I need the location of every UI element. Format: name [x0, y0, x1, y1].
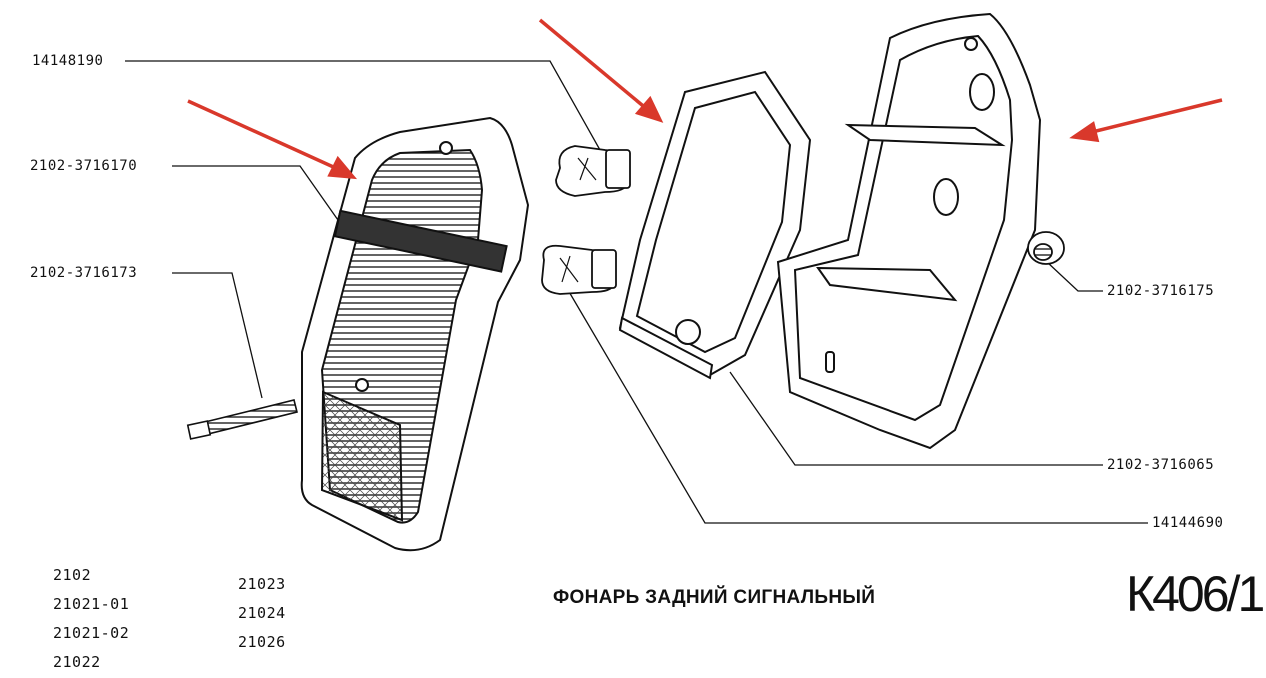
model-item: 21024 — [238, 604, 286, 622]
leader-line-bulb-bottom — [567, 289, 1148, 524]
leader-line-lens — [172, 165, 346, 231]
part-label-screw: 2102-3716173 — [30, 265, 138, 281]
model-item: 21021-01 — [53, 595, 130, 613]
nut-part — [1027, 231, 1065, 265]
part-label-nut: 2102-3716175 — [1107, 283, 1215, 299]
model-item: 21022 — [53, 653, 101, 671]
page-code: К406/1 — [1126, 566, 1265, 622]
leader-line-bulb-top — [125, 60, 601, 151]
leader-line-screw — [172, 272, 263, 399]
part-label-gasket: 2102-3716065 — [1107, 457, 1215, 473]
model-item: 2102 — [53, 566, 92, 584]
leader-lines — [125, 60, 1148, 524]
bulb-top-part — [555, 145, 631, 197]
arrow-to-gasket — [538, 18, 664, 123]
screw-part — [186, 399, 298, 440]
part-label-bulb-top: 14148190 — [32, 53, 104, 69]
housing-part — [776, 12, 1042, 450]
highlight-arrows — [187, 18, 1223, 180]
part-label-bulb-bottom: 14144690 — [1152, 515, 1224, 531]
lens-part — [300, 116, 530, 552]
leader-line-gasket — [729, 371, 1103, 466]
part-label-lens: 2102-3716170 — [30, 158, 138, 174]
leader-line-nut — [1046, 261, 1103, 292]
arrow-to-lens — [187, 99, 358, 180]
gasket-part — [618, 70, 812, 380]
bulb-bottom-part — [541, 244, 617, 295]
diagram-title: ФОНАРЬ ЗАДНИЙ СИГНАЛЬНЫЙ — [553, 587, 876, 608]
model-item: 21021-02 — [53, 624, 130, 642]
model-item: 21026 — [238, 633, 286, 651]
arrow-to-housing — [1069, 98, 1223, 143]
model-item: 21023 — [238, 575, 286, 593]
